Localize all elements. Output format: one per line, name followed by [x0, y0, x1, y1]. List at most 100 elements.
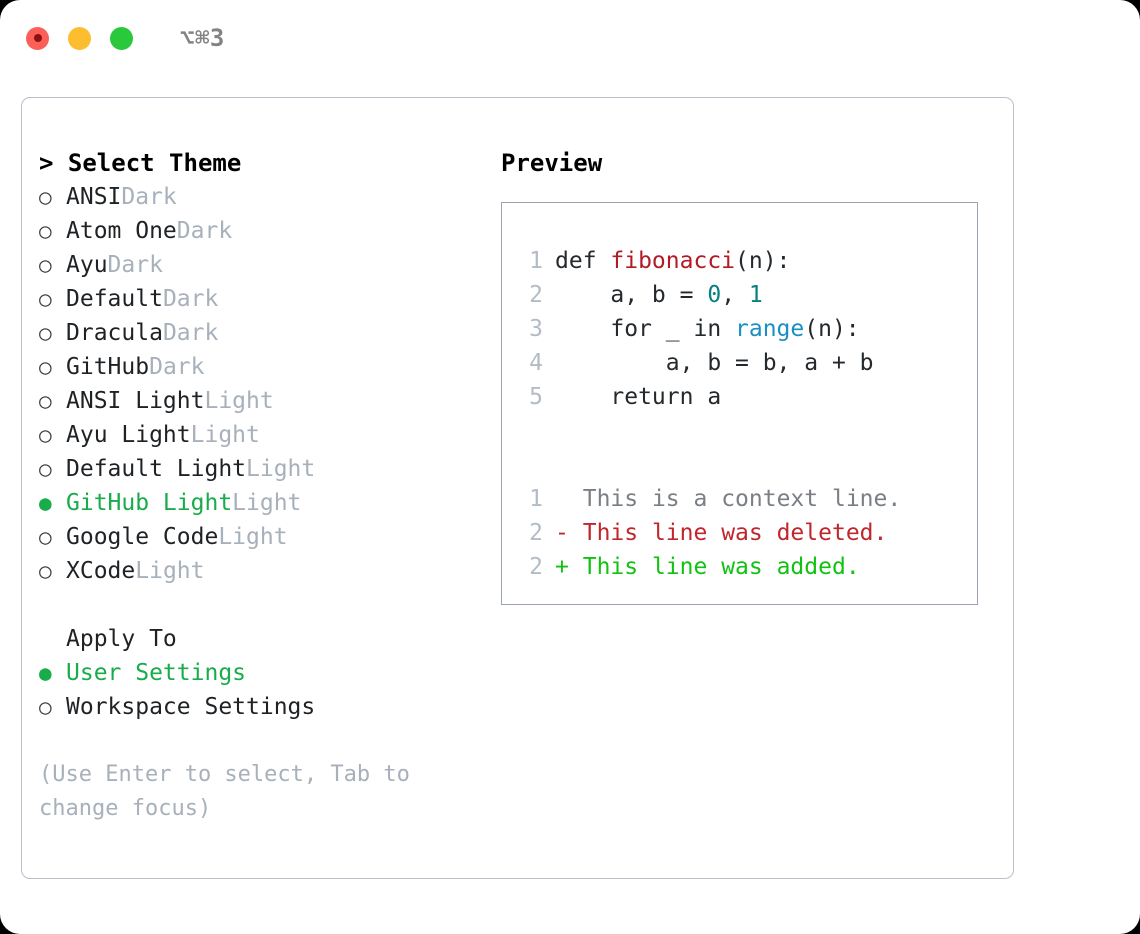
diff-marker [555, 482, 569, 516]
code-token-function: fibonacci [610, 248, 736, 274]
code-token-builtin: range [735, 316, 805, 342]
radio-selected-icon: ● [39, 491, 52, 515]
diff-text [569, 516, 583, 550]
theme-list-item[interactable]: ○ Ayu Dark [39, 248, 499, 282]
line-number: 2 [529, 520, 543, 546]
code-blank-line [519, 414, 977, 448]
radio-unselected-icon: ○ [39, 695, 52, 719]
preview-heading: Preview [501, 149, 603, 177]
diff-marker: - [555, 520, 569, 546]
code-content: a, b = b, a + b [555, 346, 874, 380]
code-line: 1 def fibonacci(n): [519, 244, 977, 278]
code-token-number: 1 [748, 282, 763, 308]
code-content: return a [555, 380, 721, 414]
theme-variant-tag: Dark [149, 354, 205, 380]
radio-unselected-icon: ○ [39, 185, 52, 209]
apply-to-item-user-settings[interactable]: ● User Settings [39, 656, 499, 690]
theme-name: Dracula [66, 320, 163, 346]
radio-unselected-icon: ○ [39, 525, 52, 549]
theme-name: GitHub Light [66, 490, 233, 516]
preview-column: Preview 1 def fibonacci(n): 2 a, b = 0, … [501, 146, 1001, 605]
apply-to-heading: Apply To [66, 626, 177, 652]
code-token-number: 0 [707, 282, 722, 308]
apply-to-item-workspace-settings[interactable]: ○ Workspace Settings [39, 690, 499, 724]
theme-variant-tag: Light [190, 422, 260, 448]
radio-unselected-icon: ○ [39, 321, 52, 345]
diff-line-context: 1 This is a context line. [519, 482, 977, 516]
line-number: 5 [529, 384, 543, 410]
apply-to-label: Workspace Settings [66, 694, 316, 720]
maximize-button-icon[interactable] [110, 26, 133, 50]
line-number: 2 [529, 554, 543, 580]
theme-variant-tag: Light [135, 558, 205, 584]
theme-variant-tag: Dark [162, 286, 219, 312]
line-number: 2 [529, 282, 543, 308]
diff-marker: + [555, 554, 569, 580]
code-token-plain: (n): [804, 316, 860, 342]
theme-name: Ayu Light [66, 422, 191, 448]
code-line: 4 a, b = b, a + b [519, 346, 977, 380]
theme-list: ○ ANSI Dark ○ Atom One Dark ○ Ayu Dark [39, 180, 499, 588]
code-blank-line [519, 448, 977, 482]
theme-list-item[interactable]: ○ Atom One Dark [39, 214, 499, 248]
radio-unselected-icon: ○ [39, 253, 52, 277]
code-token-plain: (n): [735, 248, 791, 274]
diff-line-deleted: 2 - This line was deleted. [519, 516, 977, 550]
code-content: for _ in range(n): [555, 312, 860, 346]
line-number: 3 [529, 316, 543, 342]
code-line: 5 return a [519, 380, 977, 414]
diff-content: This line was deleted. [582, 520, 888, 546]
code-token-keyword: def [555, 248, 611, 274]
apply-to-list: ● User Settings ○ Workspace Settings [39, 656, 499, 724]
theme-list-item[interactable]: ○ Google Code Light [39, 520, 499, 554]
theme-variant-tag: Light [204, 388, 274, 414]
code-line: 2 a, b = 0, 1 [519, 278, 977, 312]
theme-name: Default Light [66, 456, 247, 482]
code-token-keyword: for _ in [555, 316, 736, 342]
traffic-light-buttons [26, 26, 133, 50]
theme-name: Ayu [66, 252, 108, 278]
theme-list-item[interactable]: ○ Ayu Light Light [39, 418, 499, 452]
main-panel: > Select Theme ○ ANSI Dark ○ Atom One Da… [21, 97, 1014, 879]
theme-list-item[interactable]: ○ XCode Light [39, 554, 499, 588]
preview-code-box: 1 def fibonacci(n): 2 a, b = 0, 1 3 for … [501, 202, 978, 605]
theme-list-item[interactable]: ○ ANSI Dark [39, 180, 499, 214]
theme-list-item[interactable]: ○ ANSI Light Light [39, 384, 499, 418]
code-content: a, b = 0, 1 [555, 278, 763, 312]
code-token-plain: a, b = b, a + b [555, 350, 874, 376]
theme-name: Default [66, 286, 163, 312]
code-content: def fibonacci(n): [555, 244, 790, 278]
theme-variant-tag: Dark [107, 252, 163, 278]
theme-variant-tag: Dark [162, 320, 219, 346]
theme-list-item-selected[interactable]: ● GitHub Light Light [39, 486, 499, 520]
diff-text [569, 550, 583, 584]
diff-line-added: 2 + This line was added. [519, 550, 977, 584]
theme-variant-tag: Light [246, 456, 316, 482]
line-number: 1 [529, 486, 543, 512]
theme-list-item[interactable]: ○ GitHub Dark [39, 350, 499, 384]
code-token-keyword: return a [555, 384, 722, 410]
theme-name: Google Code [66, 524, 219, 550]
section-spacer [39, 588, 499, 622]
code-token-plain: a, b = [555, 282, 708, 308]
theme-list-item[interactable]: ○ Default Dark [39, 282, 499, 316]
theme-variant-tag: Dark [176, 218, 233, 244]
close-button-icon[interactable] [26, 26, 49, 50]
code-token-plain: , [721, 282, 749, 308]
theme-variant-tag: Light [232, 490, 302, 516]
theme-list-item[interactable]: ○ Default Light Light [39, 452, 499, 486]
title-bar: ⌥⌘3 [0, 0, 1140, 76]
theme-variant-tag: Dark [121, 184, 177, 210]
theme-name: Atom One [66, 218, 177, 244]
radio-unselected-icon: ○ [39, 457, 52, 481]
theme-name: ANSI Light [66, 388, 205, 414]
diff-content: This line was added. [582, 554, 860, 580]
line-number: 1 [529, 248, 543, 274]
theme-variant-tag: Light [218, 524, 288, 550]
radio-selected-icon: ● [39, 661, 52, 685]
radio-unselected-icon: ○ [39, 559, 52, 583]
minimize-button-icon[interactable] [68, 26, 91, 50]
theme-list-item[interactable]: ○ Dracula Dark [39, 316, 499, 350]
radio-unselected-icon: ○ [39, 219, 52, 243]
